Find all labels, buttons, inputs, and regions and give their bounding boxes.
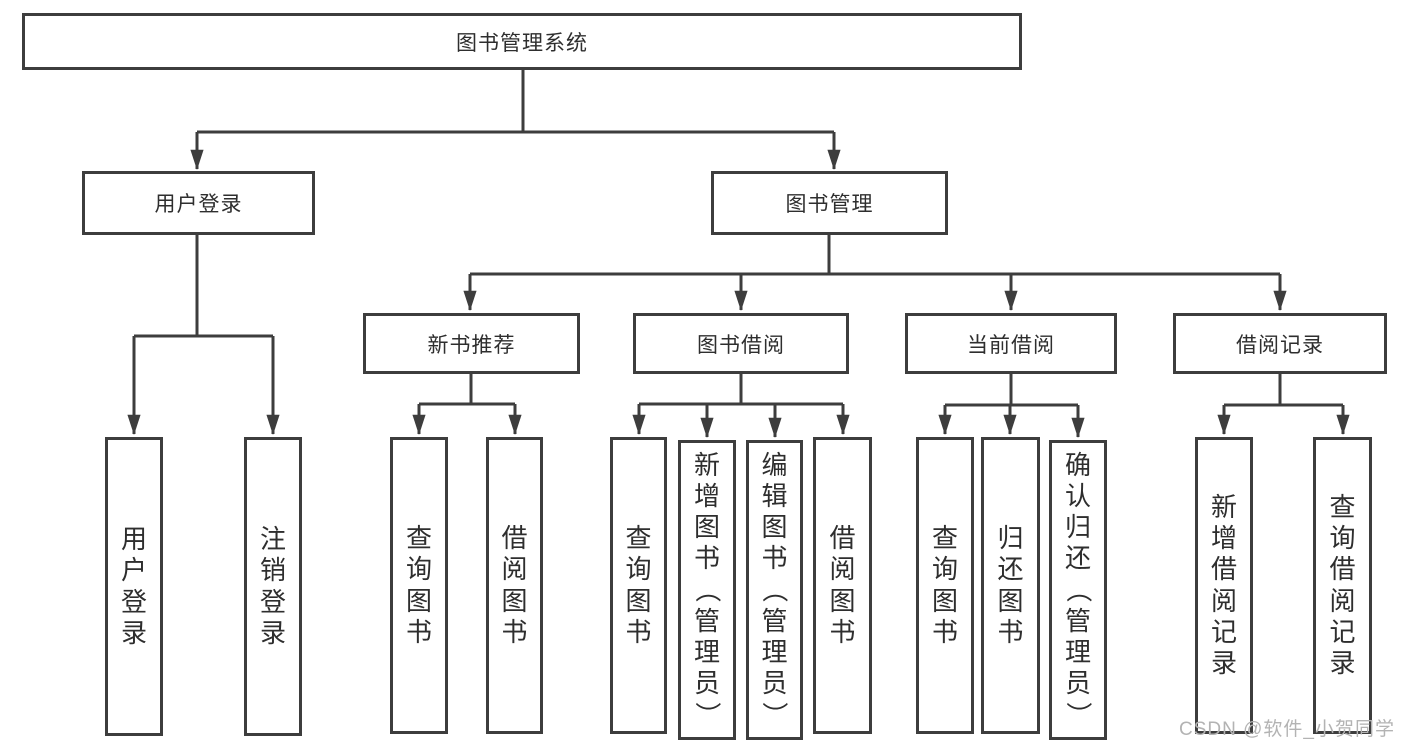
node-user-login: 用户登录	[82, 171, 315, 235]
leaf-bb-edit-books-admin: 编辑图书（管理员）	[746, 440, 803, 740]
leaf-cb-return-books-label: 归还图书	[997, 523, 1024, 647]
node-book-borrowing-label: 图书借阅	[697, 333, 785, 357]
node-current-borrowing-label: 当前借阅	[967, 333, 1055, 357]
leaf-br-query-record-label: 查询借阅记录	[1329, 491, 1356, 678]
leaf-cb-return-books: 归还图书	[981, 437, 1040, 734]
leaf-nb-query-books-label: 查询图书	[405, 523, 432, 647]
node-current-borrowing: 当前借阅	[905, 313, 1117, 374]
node-borrowing-records-label: 借阅记录	[1236, 333, 1324, 357]
leaf-bb-query-books: 查询图书	[610, 437, 667, 734]
leaf-bb-add-books-admin-label: 新增图书（管理员）	[692, 449, 723, 728]
node-book-management: 图书管理	[711, 171, 948, 235]
leaf-bb-edit-books-admin-label: 编辑图书（管理员）	[760, 449, 791, 728]
leaf-user-login: 用户登录	[105, 437, 163, 736]
node-new-book-recommend-label: 新书推荐	[427, 333, 516, 357]
leaf-nb-query-books: 查询图书	[390, 437, 448, 734]
leaf-user-login-label: 用户登录	[120, 524, 147, 648]
node-book-borrowing: 图书借阅	[633, 313, 849, 374]
node-user-login-label: 用户登录	[154, 193, 243, 216]
leaf-cb-query-books: 查询图书	[916, 437, 974, 734]
leaf-bb-borrow-books: 借阅图书	[813, 437, 872, 734]
leaf-cb-confirm-return-admin: 确认归还（管理员）	[1049, 440, 1107, 740]
tree-edges	[127, 70, 1350, 439]
node-root: 图书管理系统	[22, 13, 1022, 70]
leaf-cb-confirm-return-admin-label: 确认归还（管理员）	[1063, 449, 1094, 728]
leaf-br-add-record: 新增借阅记录	[1195, 437, 1253, 734]
node-root-label: 图书管理系统	[456, 31, 588, 55]
leaf-nb-borrow-books: 借阅图书	[486, 437, 543, 734]
leaf-nb-borrow-books-label: 借阅图书	[501, 523, 528, 647]
leaf-bb-borrow-books-label: 借阅图书	[829, 523, 856, 647]
csdn-watermark: CSDN @软件_小贺同学	[1179, 719, 1395, 740]
leaf-cb-query-books-label: 查询图书	[931, 523, 958, 647]
leaf-bb-add-books-admin: 新增图书（管理员）	[678, 440, 736, 740]
leaf-br-query-record: 查询借阅记录	[1313, 437, 1372, 734]
leaf-logout-label: 注销登录	[259, 524, 286, 648]
node-new-book-recommend: 新书推荐	[363, 313, 580, 374]
leaf-br-add-record-label: 新增借阅记录	[1210, 491, 1237, 678]
leaf-logout: 注销登录	[244, 437, 302, 736]
node-borrowing-records: 借阅记录	[1173, 313, 1387, 374]
node-book-management-label: 图书管理	[785, 193, 874, 216]
leaf-bb-query-books-label: 查询图书	[625, 523, 652, 647]
